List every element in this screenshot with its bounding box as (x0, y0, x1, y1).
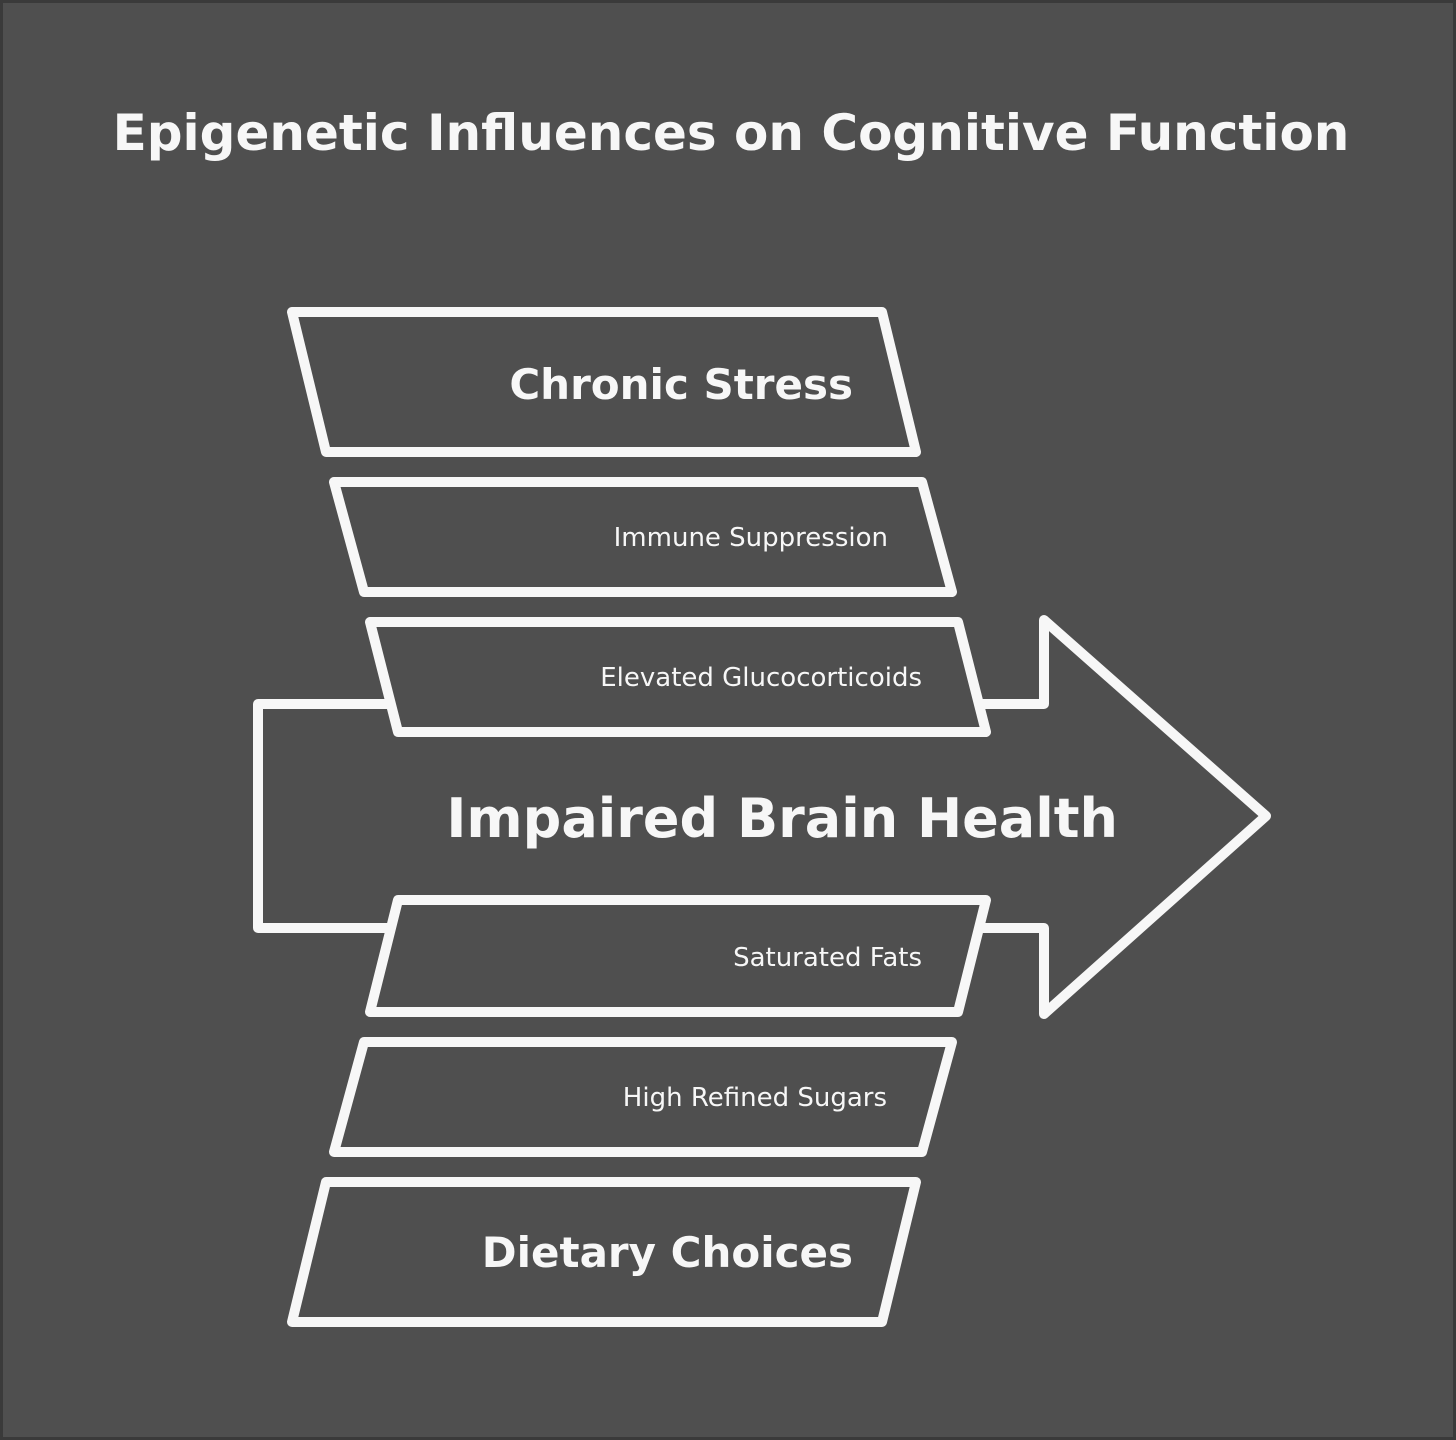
category-box-chronic-stress (287, 307, 921, 457)
main-arrow-label: Impaired Brain Health (446, 787, 1118, 850)
item-box-high-refined-sugars (329, 1037, 957, 1157)
diagram-title: Epigenetic Influences on Cognitive Funct… (113, 104, 1350, 162)
item-box-immune-suppression (329, 477, 957, 597)
item-box-saturated-fats (365, 895, 991, 1017)
item-label-high-refined-sugars: High Refined Sugars (623, 1083, 887, 1113)
item-box-elevated-glucocorticoids (365, 617, 991, 737)
item-label-saturated-fats: Saturated Fats (733, 943, 922, 973)
item-label-elevated-glucocorticoids: Elevated Glucocorticoids (600, 663, 922, 693)
category-box-dietary-choices (287, 1177, 921, 1327)
item-label-immune-suppression: Immune Suppression (614, 523, 888, 553)
category-label-chronic-stress: Chronic Stress (509, 360, 853, 409)
category-label-dietary-choices: Dietary Choices (482, 1228, 853, 1277)
